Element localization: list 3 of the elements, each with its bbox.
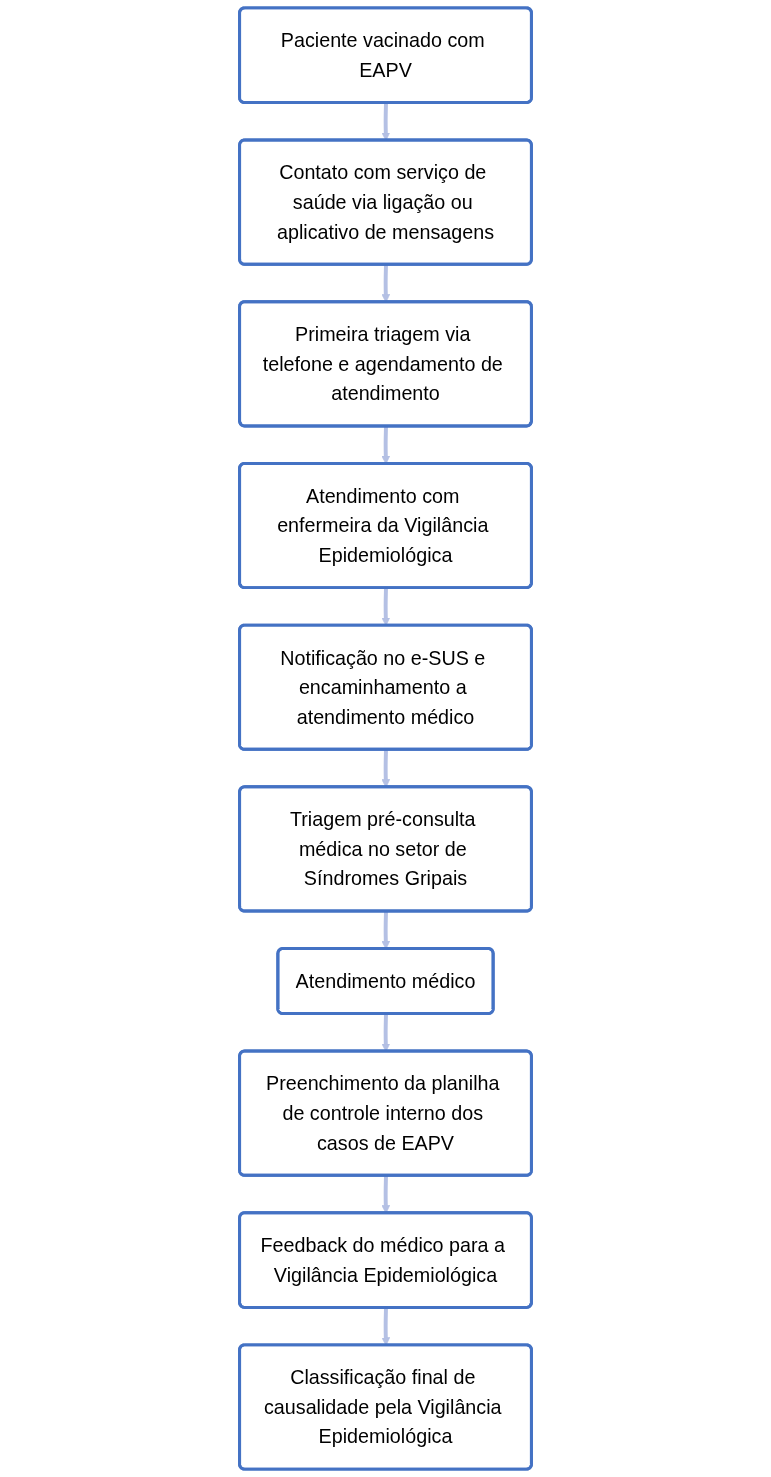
arrow xyxy=(381,1014,391,1052)
arrow xyxy=(381,588,391,626)
arrow xyxy=(381,103,391,141)
